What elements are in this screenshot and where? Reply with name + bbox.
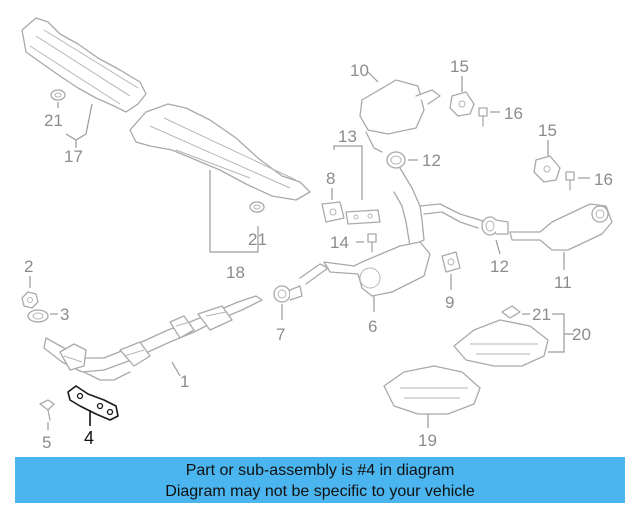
callout-17: 17 — [64, 147, 83, 166]
callout-5: 5 — [42, 433, 51, 452]
callout-9: 9 — [445, 293, 454, 312]
banner-line-part: Part or sub-assembly is #4 in diagram — [185, 462, 455, 479]
gasket-7 — [273, 285, 303, 303]
callout-3: 3 — [60, 305, 69, 324]
callout-13: 13 — [338, 127, 357, 146]
bolt-14 — [367, 233, 377, 253]
gasket-3 — [27, 309, 49, 323]
callout-16-upper: 16 — [504, 104, 523, 123]
nut-2 — [21, 291, 39, 309]
callout-10: 10 — [350, 61, 369, 80]
clip-21-upper — [50, 89, 66, 101]
heat-shield-tunnel — [129, 103, 311, 201]
callout-7: 7 — [276, 325, 285, 344]
callout-12-right: 12 — [490, 257, 509, 276]
clip-21-lower — [501, 305, 521, 319]
gasket-12-right — [481, 216, 509, 236]
bracket-4-highlighted — [67, 385, 119, 421]
callout-18: 18 — [226, 263, 245, 282]
callout-11: 11 — [554, 273, 572, 292]
bolt-16-upper — [478, 107, 488, 127]
callout-19: 19 — [418, 431, 437, 450]
rubber-hanger-8 — [321, 201, 345, 223]
callout-6: 6 — [368, 317, 377, 336]
callout-16-right: 16 — [594, 170, 613, 189]
callout-4: 4 — [84, 428, 94, 448]
center-muffler-6 — [299, 241, 431, 297]
callout-20: 20 — [572, 325, 591, 344]
callout-21-lower: 21 — [532, 305, 551, 324]
callout-14: 14 — [330, 233, 349, 252]
heat-shield-rear-20 — [453, 319, 549, 367]
hanger-bracket-upper — [449, 91, 475, 117]
callout-8: 8 — [326, 169, 335, 188]
callout-15-upper: 15 — [450, 57, 469, 76]
callout-1: 1 — [180, 372, 189, 391]
clip-21-middle — [249, 201, 265, 213]
intermediate-pipe — [393, 167, 491, 247]
gasket-12-upper — [386, 151, 406, 169]
rear-muffler-11 — [509, 203, 613, 251]
banner-line-disclaimer: Diagram may not be specific to your vehi… — [165, 483, 475, 500]
callout-15-right: 15 — [538, 121, 557, 140]
heat-shield-front — [21, 17, 147, 113]
callout-21-upper: 21 — [44, 111, 63, 130]
exhaust-system-diagram: 21 17 18 21 10 15 16 13 8 — [21, 17, 613, 452]
heat-shield-lower-19 — [383, 365, 481, 415]
rubber-hanger-9 — [441, 251, 461, 273]
hanger-bracket-13 — [345, 209, 381, 225]
callout-2: 2 — [24, 257, 33, 276]
front-pipe-catalytic-converter-1 — [43, 295, 263, 381]
info-banner: Part or sub-assembly is #4 in diagram Di… — [15, 457, 625, 503]
hanger-bracket-right — [533, 155, 561, 183]
bolt-5 — [39, 399, 55, 421]
rear-muffler-assembly — [359, 79, 441, 153]
callout-12-upper: 12 — [422, 151, 441, 170]
callout-21-middle: 21 — [248, 230, 267, 249]
bolt-16-right — [565, 171, 575, 191]
